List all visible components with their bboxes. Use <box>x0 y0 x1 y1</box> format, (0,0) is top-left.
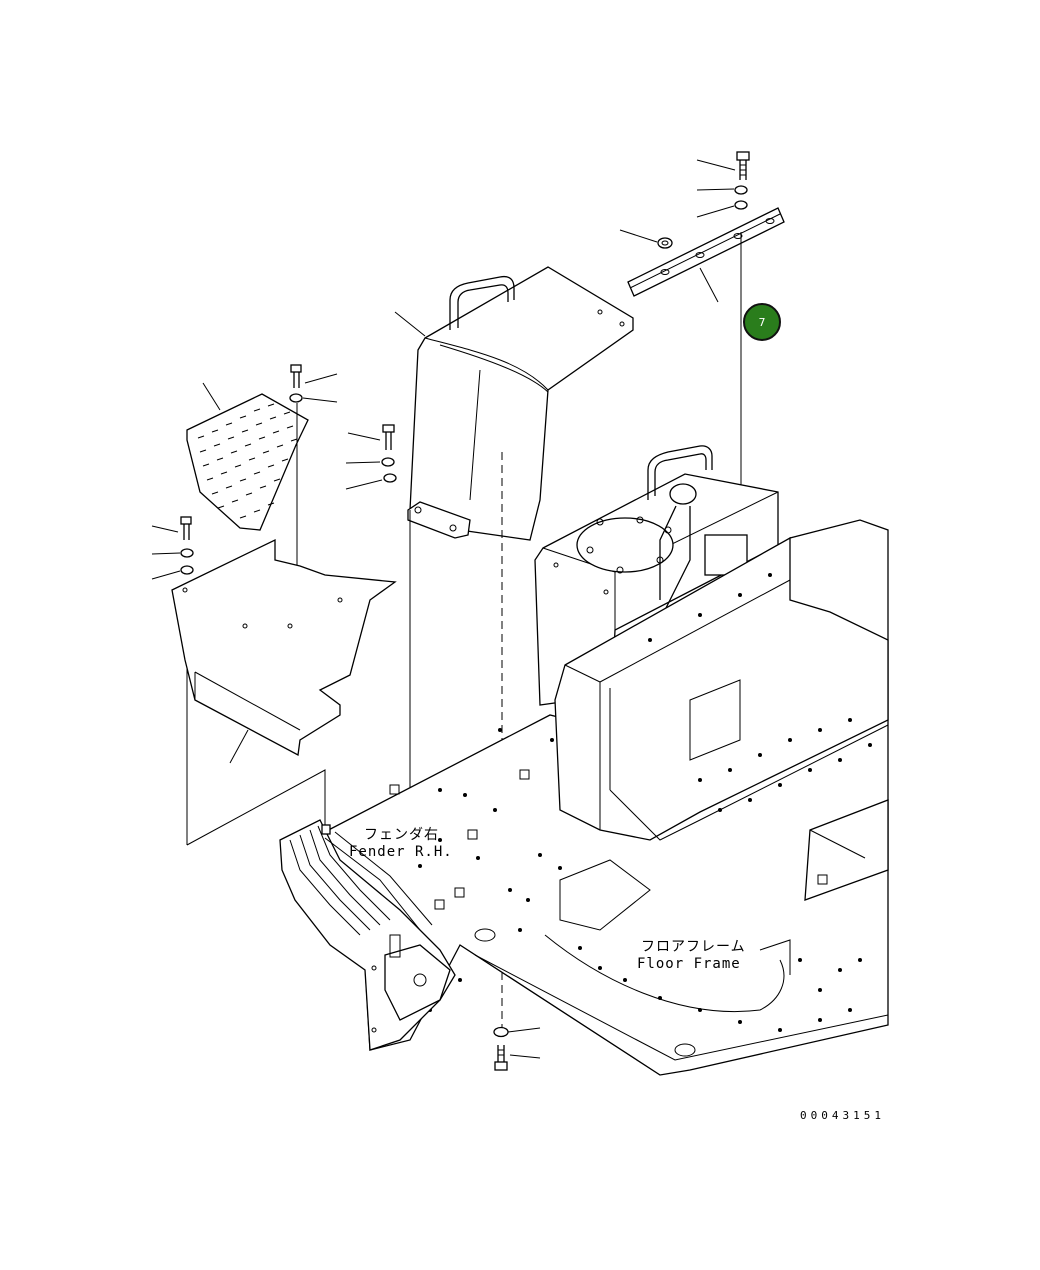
outline-left <box>186 769 326 846</box>
bolt-top-right <box>696 151 750 180</box>
drawing-number: 00043151 <box>800 1109 885 1122</box>
bolt-far-left <box>151 516 192 540</box>
bolt-bottom <box>494 1045 541 1071</box>
cover-center <box>394 266 634 541</box>
washer-top-right-2 <box>696 200 748 218</box>
washer-center-left-1 <box>345 457 395 467</box>
perforated-plate <box>186 382 309 531</box>
washer-center-left-2 <box>345 473 397 490</box>
bolt-left-upper <box>290 364 338 388</box>
floor-frame-label-jp: フロアフレーム <box>641 939 746 955</box>
bracket-strip <box>627 207 785 303</box>
washer-far-left-1 <box>151 548 194 558</box>
fender-label-en: Fender R.H. <box>349 844 453 860</box>
part-callout-7[interactable]: 7 <box>743 303 781 341</box>
washer-left-upper <box>289 393 338 403</box>
fender-rh <box>279 819 456 1051</box>
floor-plate-left <box>171 538 397 764</box>
floor-frame-label-en: Floor Frame <box>637 956 741 972</box>
washer-bottom <box>493 1026 541 1038</box>
washer-top-right-1 <box>696 185 748 195</box>
washer-far-left-2 <box>151 565 194 580</box>
fender-label-jp: フェンダ右 <box>364 827 439 843</box>
floor-frame <box>289 519 889 1076</box>
bolt-center-left <box>347 424 395 450</box>
nut-top <box>619 229 673 249</box>
